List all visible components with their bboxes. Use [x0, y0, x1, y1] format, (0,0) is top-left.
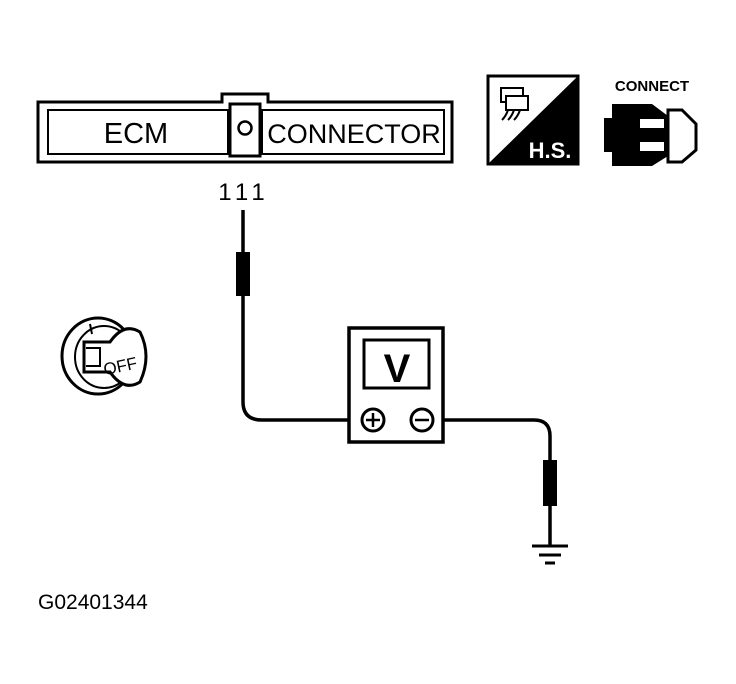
figure-id: G02401344: [38, 591, 148, 614]
plus-terminal-icon: [360, 407, 386, 433]
connector-plug-icon: CONNECT: [604, 78, 698, 166]
wire-negative: [443, 418, 557, 545]
connect-label: CONNECT: [615, 78, 689, 95]
ecm-label: ECM: [104, 118, 168, 150]
minus-terminal-icon: [409, 407, 435, 433]
harness-side-label: H.S.: [529, 138, 572, 163]
probe-negative: [543, 460, 557, 506]
voltmeter: V: [347, 326, 445, 444]
ground-symbol-icon: [532, 544, 568, 565]
ignition-key-icon: OFF: [60, 316, 148, 396]
wire-positive: [236, 210, 352, 422]
connector-label: CONNECTOR: [267, 119, 441, 149]
ecm-connector: ECM CONNECTOR: [36, 92, 454, 164]
pin-cavity-icon: [237, 120, 253, 136]
pin-number: 111: [218, 179, 269, 206]
probe-positive: [236, 252, 250, 296]
voltmeter-unit: V: [384, 347, 411, 391]
harness-side-icon: H.S.: [486, 74, 580, 166]
